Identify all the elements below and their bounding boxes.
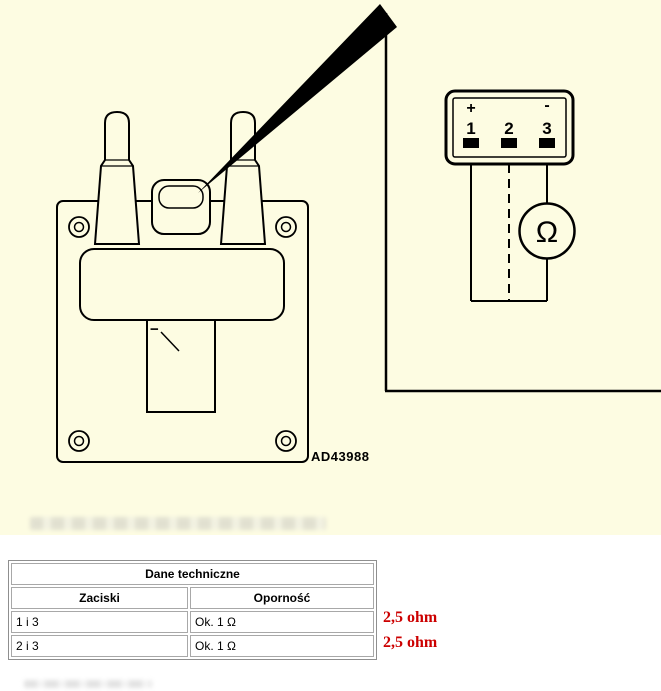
pin-3-contact xyxy=(539,138,555,148)
resistance-note-1: 2,5 ohm xyxy=(383,609,438,626)
minus-label: − xyxy=(150,321,159,338)
column-header-zaciski: Zaciski xyxy=(11,587,188,609)
cell-terminals-2: 2 i 3 xyxy=(11,635,188,657)
pin-1-label: 1 xyxy=(466,119,475,138)
pin-3-label: 3 xyxy=(542,119,551,138)
pin-2-label: 2 xyxy=(504,119,513,138)
plus-label: + xyxy=(466,100,475,117)
mounting-screw-top-left xyxy=(68,216,90,238)
column-header-opornosc: Oporność xyxy=(190,587,374,609)
scan-artifact-bottom xyxy=(24,680,152,688)
cell-terminals-1: 1 i 3 xyxy=(11,611,188,633)
coil-connector xyxy=(151,179,211,235)
scan-artifact-top xyxy=(30,517,326,530)
table-row: 2 i 3 Ok. 1 Ω xyxy=(11,635,374,657)
resistance-note-2: 2,5 ohm xyxy=(383,634,438,651)
mounting-screw-top-right xyxy=(275,216,297,238)
wiring-diagram: − AD43988 + - 1 2 3 xyxy=(0,0,661,535)
diagram-canvas: − AD43988 + - 1 2 3 xyxy=(56,4,661,464)
leader-line xyxy=(160,331,180,352)
ohmmeter-circle xyxy=(518,202,576,260)
minus-mark: − xyxy=(150,321,180,352)
cell-resistance-2: Ok. 1 Ω xyxy=(190,635,374,657)
ignition-coil-drawing: − AD43988 xyxy=(56,110,369,464)
part-number: AD43988 xyxy=(311,449,369,464)
pin-2-contact xyxy=(501,138,517,148)
connector-pinout: + - 1 2 3 Ω xyxy=(444,89,576,302)
ohmmeter-symbol: Ω xyxy=(536,216,558,249)
spec-table: Dane techniczne Zaciski Oporność 1 i 3 O… xyxy=(8,560,377,660)
mounting-screw-bottom-left xyxy=(68,430,90,452)
coil-lower-block xyxy=(146,319,216,413)
hv-tower-left xyxy=(93,110,141,245)
pin-1-contact xyxy=(463,138,479,148)
minus-polarity-label: - xyxy=(544,97,549,114)
table-header-row: Zaciski Oporność xyxy=(11,587,374,609)
mounting-screw-bottom-right xyxy=(275,430,297,452)
table-title: Dane techniczne xyxy=(11,563,374,585)
pointer-arrow xyxy=(198,4,397,193)
table-row: 1 i 3 Ok. 1 Ω xyxy=(11,611,374,633)
pinout-inner-frame xyxy=(452,97,567,158)
cell-resistance-1: Ok. 1 Ω xyxy=(190,611,374,633)
table-title-row: Dane techniczne xyxy=(11,563,374,585)
